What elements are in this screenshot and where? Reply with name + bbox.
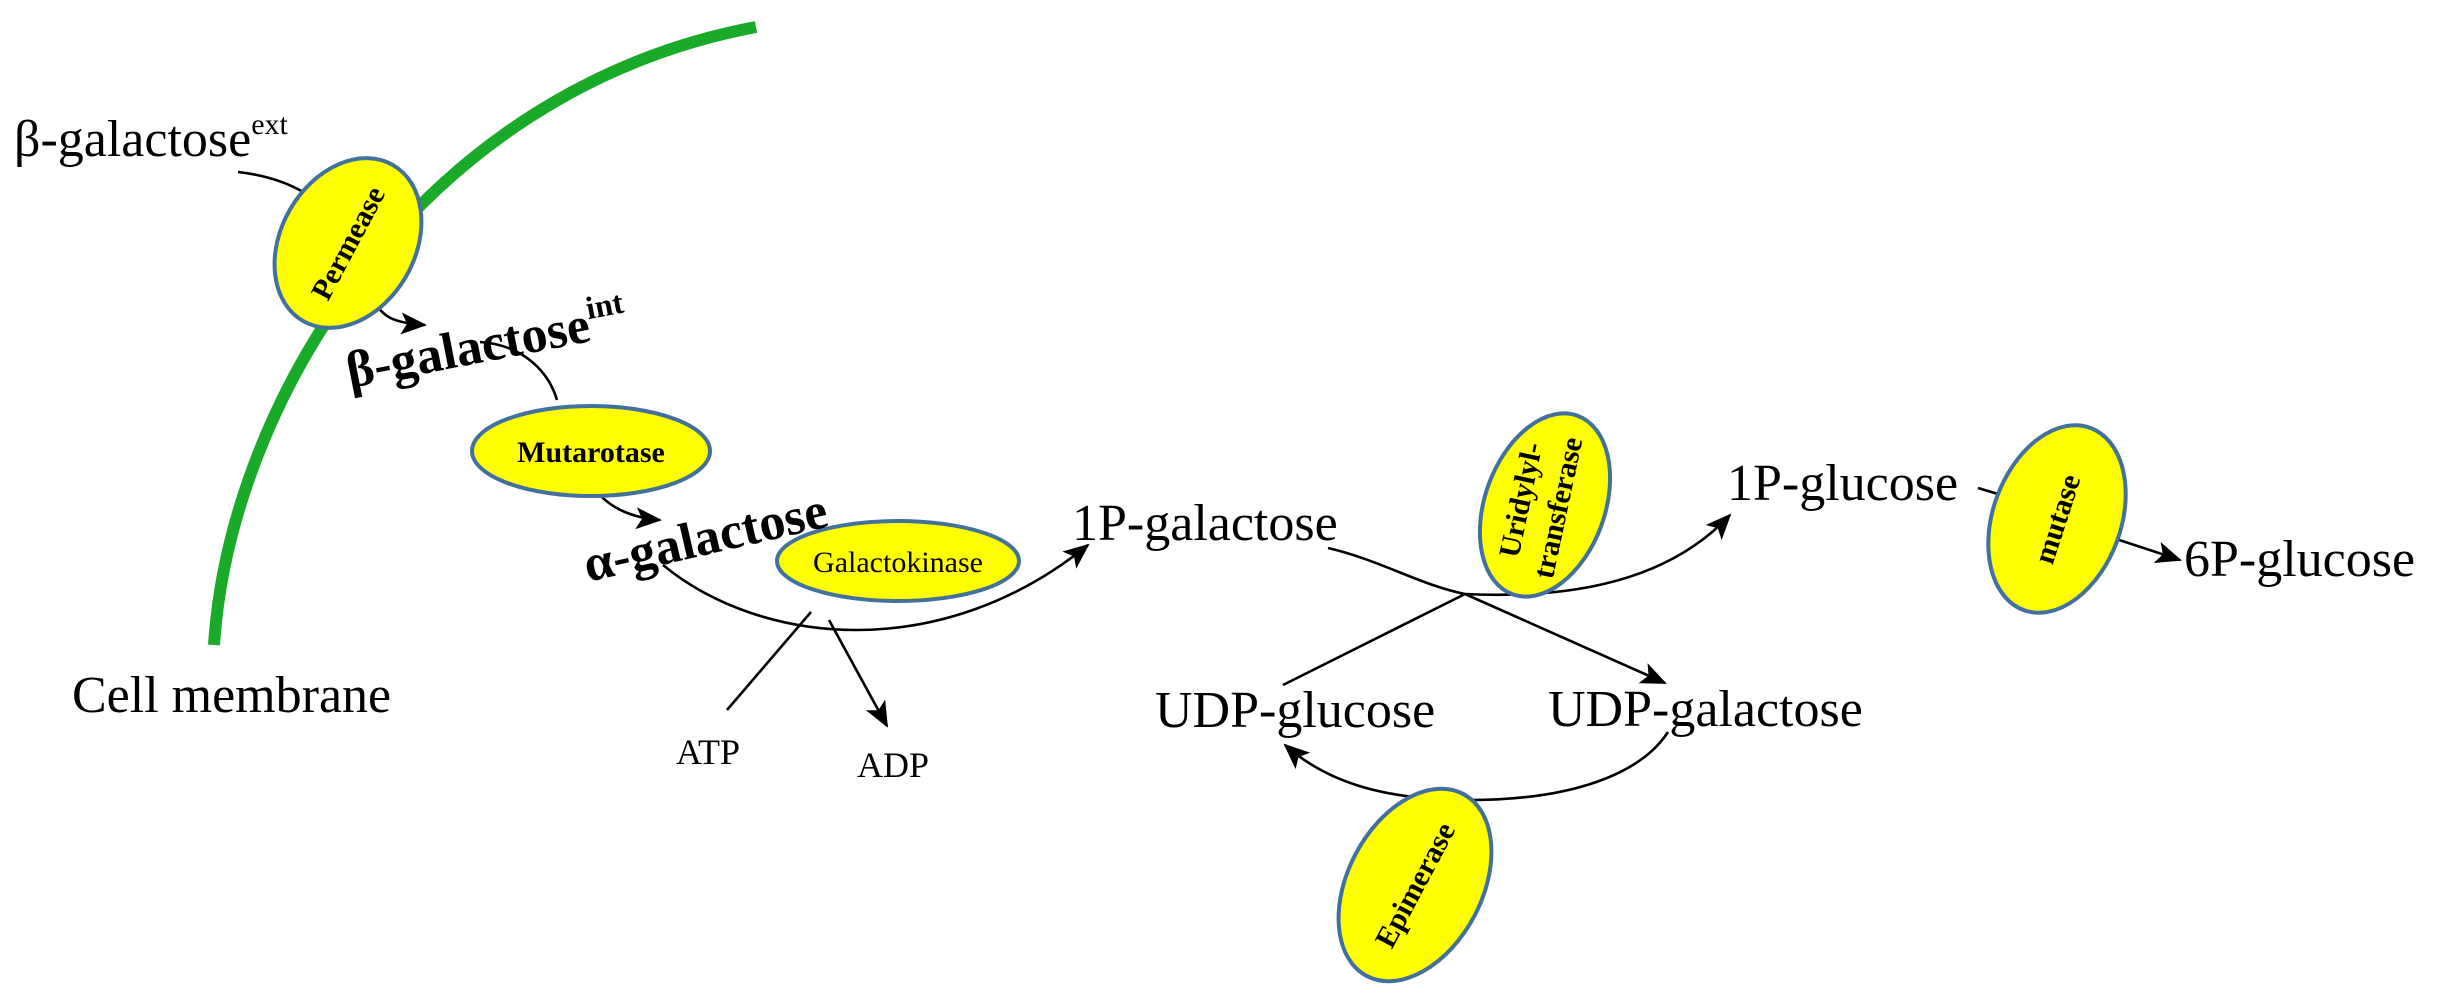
1p-glucose-label: 1P-glucose	[1727, 455, 1958, 512]
mutase-enzyme: mutase	[1986, 423, 2128, 615]
arrow-uridylyl-to-udp-galactose	[1464, 592, 1667, 685]
arrow-beta-int-to-mutarotase	[479, 340, 559, 401]
uridylyltransferase-enzyme: Uridylyl- transferase	[1477, 411, 1613, 599]
udp-glucose-label: UDP-glucose	[1155, 682, 1435, 739]
mutarotase-enzyme: Mutarotase	[470, 404, 712, 498]
1p-galactose-label: 1P-galactose	[1072, 495, 1338, 552]
arrow-mutase-to-6p-glucose	[2109, 535, 2182, 563]
arrow-uridylyl-to-1p-glucose	[1464, 513, 1732, 597]
atp-label: ATP	[676, 732, 740, 772]
cell-membrane-label: Cell membrane	[72, 667, 391, 724]
epimerase-enzyme: Epimerase	[1336, 786, 1494, 984]
arrow-adp-out	[827, 619, 889, 728]
line-1p-galactose-to-uridylyl	[1327, 546, 1466, 596]
arrow-alpha-to-1p-galactose	[662, 543, 1090, 632]
arrow-epimerase-udp-galactose-to-udp-glucose	[1283, 731, 1670, 802]
arrow-mutarotase-to-alpha	[599, 494, 662, 530]
adp-label: ADP	[857, 745, 929, 785]
line-atp-in	[726, 611, 812, 711]
mutarotase-label: Mutarotase	[517, 436, 665, 469]
galactokinase-label: Galactokinase	[813, 546, 983, 579]
galactokinase-enzyme: Galactokinase	[775, 519, 1021, 603]
udp-galactose-label: UDP-galactose	[1548, 681, 1863, 738]
permease-enzyme: Permease	[272, 156, 424, 330]
beta-galactose-ext-label: β-galactoseext	[14, 108, 289, 168]
line-udp-glucose-to-uridylyl	[1282, 592, 1466, 687]
6p-glucose-label: 6P-glucose	[2184, 531, 2415, 588]
